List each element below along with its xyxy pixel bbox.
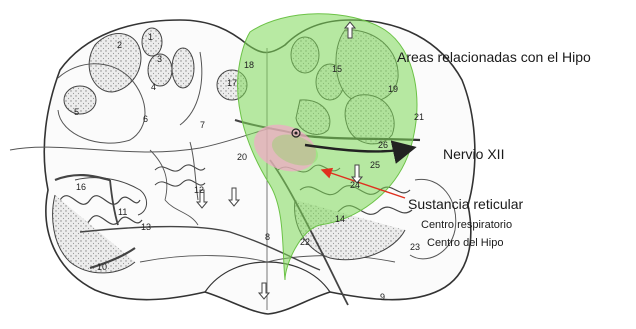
label-1: 1 xyxy=(148,32,153,42)
label-12: 12 xyxy=(194,185,204,195)
label-19: 19 xyxy=(388,84,398,94)
label-18: 18 xyxy=(244,60,254,70)
label-25: 25 xyxy=(370,160,380,170)
sustancia-reticular-label: Sustancia reticular xyxy=(408,196,524,212)
centro-respiratorio-label: Centro respiratorio xyxy=(421,219,512,231)
label-16: 16 xyxy=(76,182,86,192)
label-23: 23 xyxy=(410,242,420,252)
label-14: 14 xyxy=(335,214,345,224)
label-10: 10 xyxy=(97,262,107,272)
label-13: 13 xyxy=(141,222,151,232)
label-26: 26 xyxy=(378,140,388,150)
label-22: 22 xyxy=(300,237,310,247)
label-15: 15 xyxy=(332,64,342,74)
centro-hipo-label: Centro del Hipo xyxy=(427,237,503,249)
nervio-xii-label: Nervio XII xyxy=(443,146,504,162)
label-3: 3 xyxy=(157,54,162,64)
label-7: 7 xyxy=(200,120,205,130)
label-17: 17 xyxy=(227,78,237,88)
label-11: 11 xyxy=(118,207,127,217)
label-21: 21 xyxy=(414,112,424,122)
label-5: 5 xyxy=(74,107,79,117)
label-20: 20 xyxy=(237,152,247,162)
hipo-areas-label: Areas relacionadas con el Hipo xyxy=(397,49,591,65)
label-9: 9 xyxy=(380,292,385,302)
label-2: 2 xyxy=(117,40,122,50)
label-6: 6 xyxy=(143,114,148,124)
label-8: 8 xyxy=(265,232,270,242)
label-4: 4 xyxy=(151,82,156,92)
nucleus-5 xyxy=(64,86,96,114)
nucleus-4 xyxy=(172,48,194,88)
label-24: 24 xyxy=(350,180,360,190)
